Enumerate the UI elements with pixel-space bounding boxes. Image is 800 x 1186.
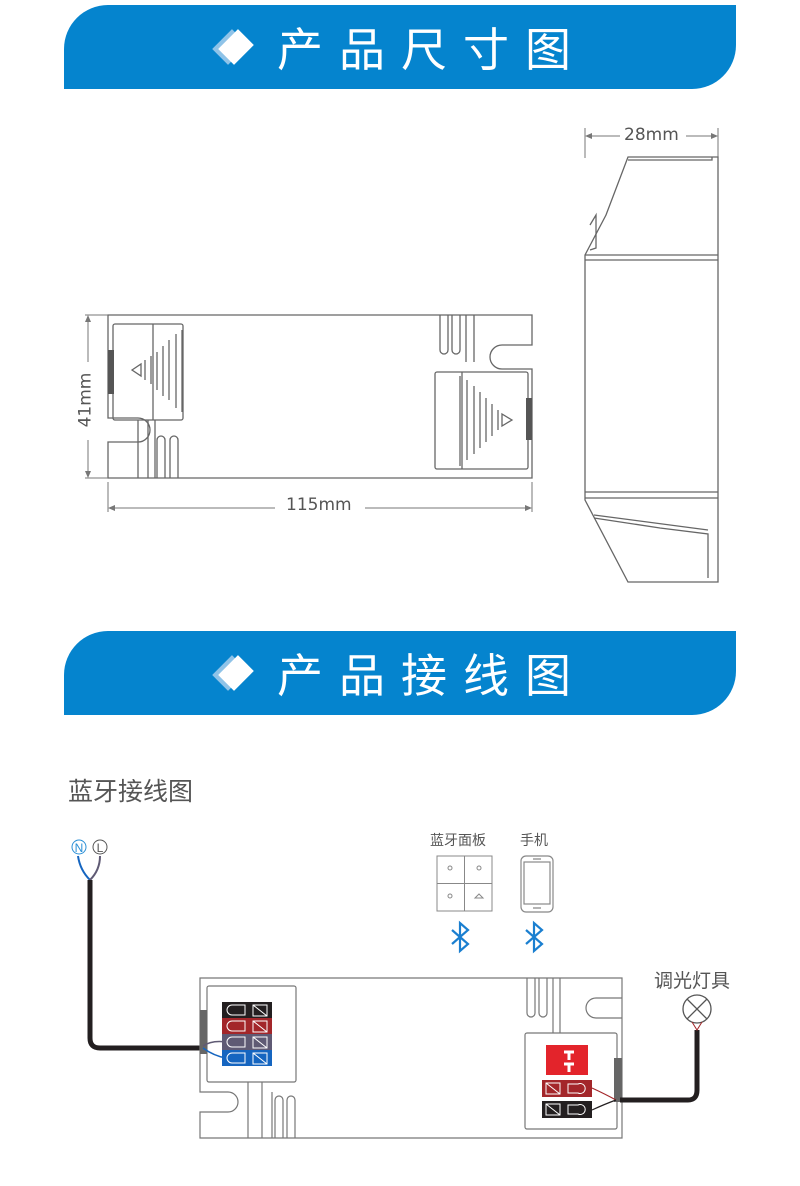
- section-title: 产品接线图: [277, 649, 587, 703]
- width-dimension: 28mm: [624, 125, 679, 145]
- neutral-live-terminals: N L: [71, 839, 108, 881]
- front-cable-gland-left: [108, 350, 114, 394]
- neutral-label: N: [75, 841, 84, 855]
- bluetooth-icon: [525, 920, 544, 954]
- bluetooth-icon: [451, 920, 470, 954]
- front-view-outline: [107, 314, 533, 479]
- phone-icon: [520, 855, 554, 913]
- output-terminal-block: [542, 1045, 617, 1118]
- lamp-icon: [682, 994, 712, 1031]
- wiring-subtitle: 蓝牙接线图: [68, 777, 194, 806]
- section-title: 产品尺寸图: [277, 23, 587, 77]
- side-view-outline: [584, 156, 719, 583]
- live-label: L: [97, 841, 104, 855]
- input-terminal-block: [202, 1002, 272, 1066]
- dip-switch: [546, 1045, 588, 1075]
- lamp-label: 调光灯具: [654, 970, 731, 992]
- dimension-lines: [85, 128, 719, 512]
- lamp-cable: [620, 1030, 700, 1103]
- section-banner-wiring: 产品接线图: [64, 631, 736, 715]
- mains-cable: [87, 880, 203, 1051]
- phone-label: 手机: [520, 833, 548, 849]
- bluetooth-panel-label: 蓝牙面板: [430, 833, 486, 849]
- bluetooth-panel-icon: [436, 855, 493, 912]
- front-cable-gland-right: [526, 398, 532, 440]
- length-dimension: 115mm: [286, 495, 352, 515]
- section-banner-dimensions: 产品尺寸图: [64, 5, 736, 89]
